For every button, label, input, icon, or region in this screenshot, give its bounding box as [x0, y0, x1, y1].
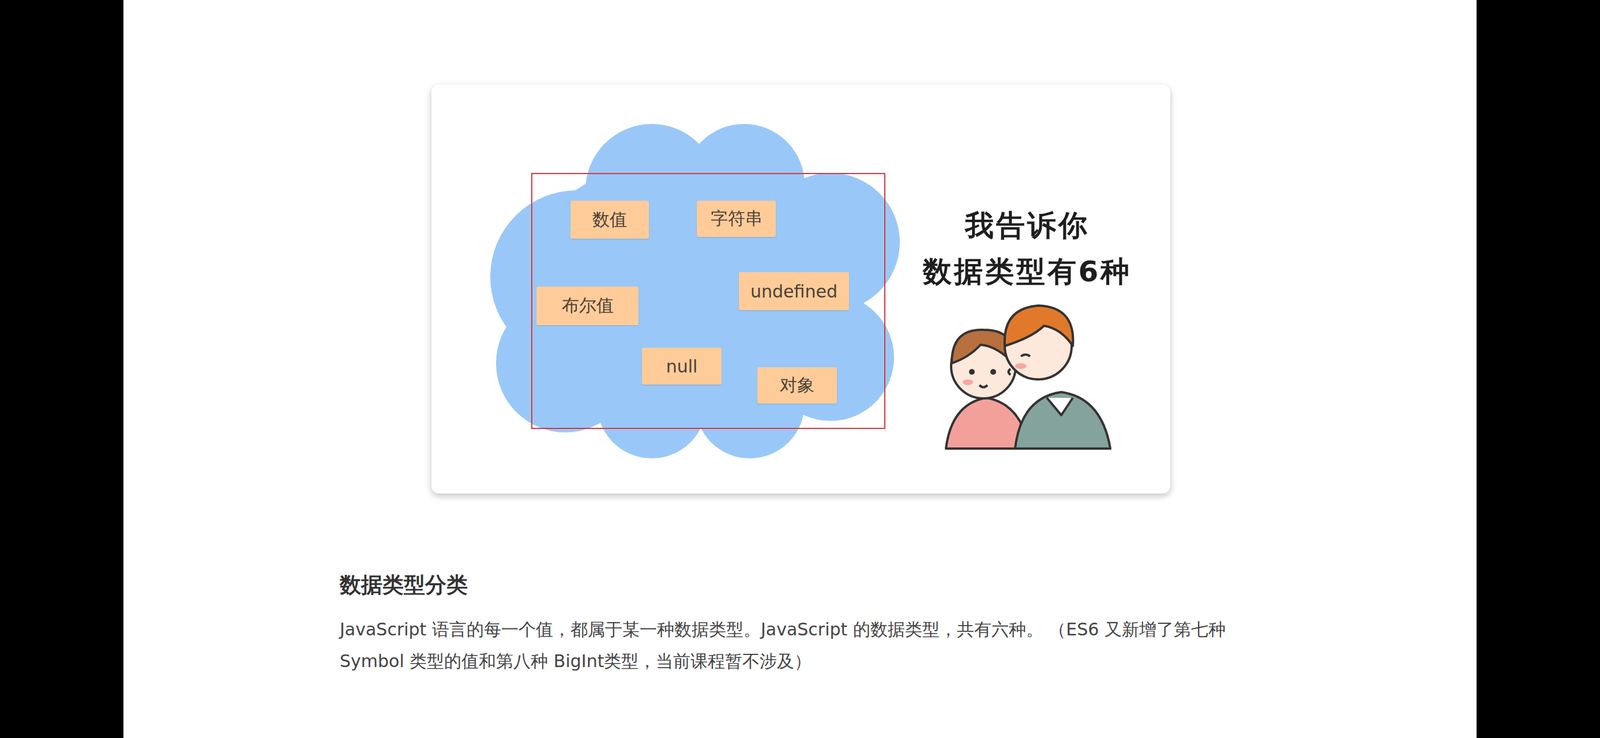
type-box: 对象	[757, 367, 837, 404]
type-name: 布尔值	[561, 294, 614, 318]
type-name: 对象	[779, 373, 815, 398]
image-card	[431, 84, 1171, 494]
side-bar	[0, 0, 124, 738]
type-box: null	[641, 347, 722, 385]
section-heading: 数据类型分类	[339, 571, 468, 600]
callout-text: 数据类型有6种	[922, 252, 1133, 292]
side-bar	[1476, 0, 1600, 738]
type-name: 数值	[592, 208, 627, 232]
body-paragraph: JavaScript 语言的每一个值，都属于某一种数据类型。JavaScript…	[339, 613, 1263, 678]
type-name: 字符串	[710, 207, 763, 231]
type-box: 字符串	[696, 200, 776, 238]
type-name: undefined	[750, 281, 838, 302]
callout-text: 我告诉你	[964, 206, 1090, 246]
type-box: undefined	[738, 272, 850, 311]
type-box: 布尔值	[536, 286, 639, 326]
type-box: 数值	[570, 200, 649, 239]
couple-cartoon	[945, 305, 1111, 449]
type-name: null	[666, 356, 698, 377]
highlight-rect	[531, 173, 885, 429]
cloud-shape	[490, 124, 900, 459]
